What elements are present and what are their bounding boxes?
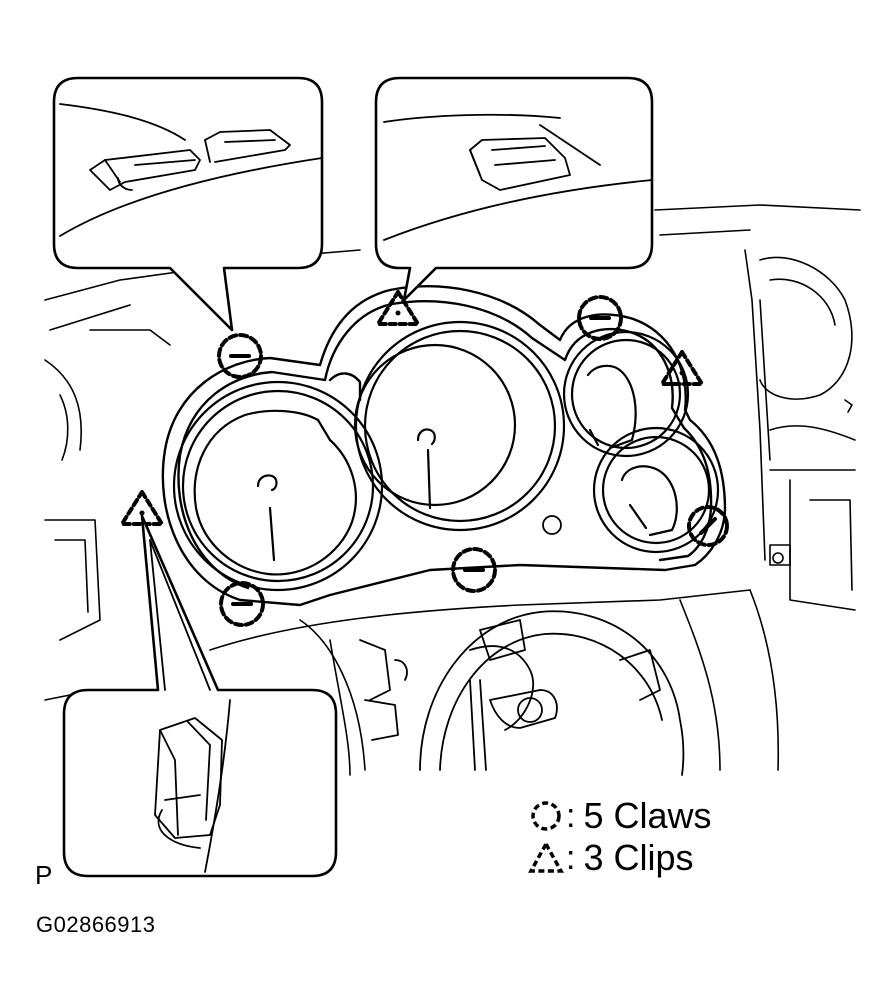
detail-callout-bottom xyxy=(62,514,338,878)
clip-marker xyxy=(376,290,420,326)
detail-callout-left xyxy=(52,76,324,332)
callout-leaders xyxy=(149,539,211,691)
legend-colon: : xyxy=(566,797,576,835)
legend-claws-label: 5 Claws xyxy=(583,795,712,836)
legend-colon: : xyxy=(566,839,576,877)
dashed-circle-icon xyxy=(531,801,561,831)
dashed-triangle-icon xyxy=(528,840,564,873)
legend-clips: : 3 Clips xyxy=(528,840,694,876)
view-letter: P xyxy=(35,860,53,890)
dashboard-outline xyxy=(44,204,861,776)
claw-marker xyxy=(577,295,623,341)
screw-hole xyxy=(542,515,562,535)
figure-code: G02866913 xyxy=(36,912,156,937)
claw-markers xyxy=(217,295,729,627)
fuel-gauge xyxy=(562,330,690,458)
speedometer-gauge xyxy=(353,320,566,532)
claw-marker xyxy=(687,505,729,547)
claw-marker xyxy=(451,547,497,593)
legend-claws: : 5 Claws xyxy=(528,798,712,834)
claw-marker xyxy=(217,333,263,379)
legend-clips-label: 3 Clips xyxy=(583,837,694,878)
tachometer-gauge xyxy=(172,380,384,592)
detail-callout-center xyxy=(374,76,654,302)
clip-marker xyxy=(660,350,704,386)
claw-marker xyxy=(219,581,265,627)
temperature-gauge xyxy=(592,426,720,554)
steering-column xyxy=(359,610,685,776)
